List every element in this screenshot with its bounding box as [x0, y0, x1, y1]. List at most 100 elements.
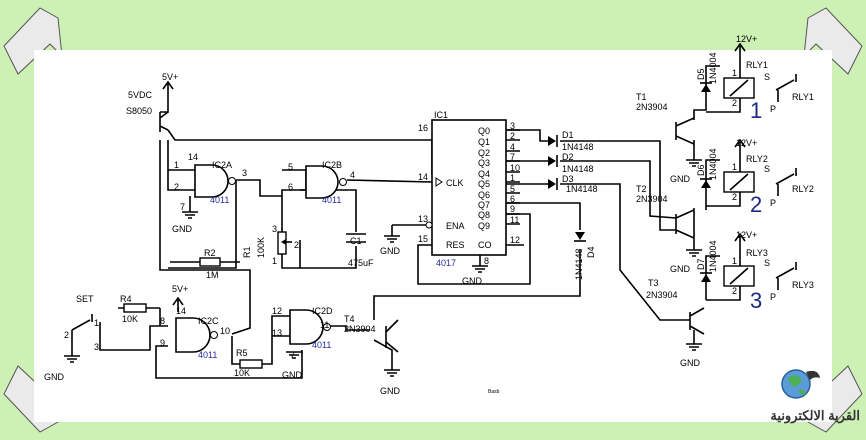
power-5v-ic2c: 5V+ [172, 284, 188, 312]
ic2a-part: 4011 [210, 195, 229, 205]
svg-text:14: 14 [188, 152, 198, 162]
svg-text:S: S [764, 72, 770, 82]
diode-d4: D4 1N4148 [574, 232, 596, 280]
ic1-pin1: 1 [510, 173, 515, 183]
ic1-q9: Q9 [478, 221, 490, 231]
ic2c-part: 4011 [198, 350, 217, 360]
gate-ic2a: IC2A 4011 1 2 3 14 7 [174, 152, 247, 212]
ic1-q4: Q4 [478, 169, 490, 179]
ic1-q3: Q3 [478, 158, 490, 168]
ic1-pin4: 4 [510, 142, 515, 152]
svg-text:12V+: 12V+ [736, 230, 757, 240]
power-12v-1: 12V+ [734, 34, 757, 52]
svg-text:3: 3 [94, 342, 99, 352]
svg-text:2: 2 [732, 286, 737, 296]
ic2d-label: IC2D [312, 306, 333, 316]
svg-text:1: 1 [732, 68, 737, 78]
ic2b-label: IC2B [322, 160, 342, 170]
ic1-clk: CLK [446, 178, 464, 188]
svg-text:R2: R2 [204, 248, 216, 258]
svg-text:3: 3 [272, 224, 277, 234]
wiring [99, 65, 720, 379]
ic1-q2: Q2 [478, 148, 490, 158]
ic1-q6: Q6 [478, 190, 490, 200]
ic1-pin13: 13 [418, 214, 428, 224]
svg-text:2: 2 [732, 192, 737, 202]
transistor-t3: T3 2N3904 [646, 278, 705, 335]
relay-number-3: 3 [750, 288, 762, 313]
capacitor-c1: C1 475uF [346, 233, 374, 268]
power-12v-2: 12V+ [734, 138, 757, 148]
svg-text:GND: GND [44, 372, 65, 382]
svg-text:1: 1 [732, 162, 737, 172]
svg-text:2N3904: 2N3904 [636, 102, 668, 112]
relay-number-2: 2 [750, 192, 762, 217]
ic1-part: 4017 [436, 258, 456, 268]
relay-rly2: RLY2 1 2 S P RLY2 2 [706, 146, 814, 217]
svg-text:GND: GND [670, 174, 691, 184]
svg-text:2: 2 [294, 240, 299, 250]
svg-text:1: 1 [732, 256, 737, 266]
svg-text:10K: 10K [234, 368, 250, 378]
ic1-pin7: 7 [510, 152, 515, 162]
svg-text:P: P [770, 198, 776, 208]
svg-text:1M: 1M [206, 270, 219, 280]
ic2d-part: 4011 [312, 340, 331, 350]
svg-text:T4: T4 [344, 314, 355, 324]
ic1-pin10: 10 [510, 163, 520, 173]
ic1-q8: Q8 [478, 210, 490, 220]
svg-text:1: 1 [272, 256, 277, 266]
svg-text:T1: T1 [636, 92, 647, 102]
gate-ic2d: IC2D 4011 12 13 11 7 [272, 306, 333, 360]
transistor-t1: T1 2N3904 [636, 92, 695, 145]
svg-text:1N4004: 1N4004 [708, 148, 718, 180]
svg-text:RLY3: RLY3 [792, 280, 814, 290]
ic1-pin15: 15 [418, 234, 428, 244]
transistor-t4: T4 2N3904 [344, 314, 399, 353]
switch-set: SET 1 2 3 [64, 294, 99, 356]
svg-text:12V+: 12V+ [736, 138, 757, 148]
svg-text:SET: SET [76, 294, 94, 304]
svg-text:100K: 100K [256, 237, 266, 258]
svg-text:C1: C1 [350, 236, 362, 246]
credit-text: Basb [488, 389, 500, 395]
svg-text:2N3904: 2N3904 [344, 324, 376, 334]
ic1-pin5: 5 [510, 184, 515, 194]
ground-labels: GND GND GND GND GND GND GND GND GND [44, 174, 701, 396]
svg-text:1: 1 [94, 318, 99, 328]
diode-d6: D6 1N4004 [696, 148, 718, 188]
ic1-res: RES [446, 240, 465, 250]
svg-text:T3: T3 [648, 278, 659, 288]
resistor-r2: R2 1M [199, 248, 221, 280]
relay-rly1: RLY1 1 2 S P RLY1 1 [706, 50, 814, 123]
svg-text:10K: 10K [122, 314, 138, 324]
svg-text:RLY1: RLY1 [792, 92, 814, 102]
svg-text:S: S [764, 258, 770, 268]
svg-text:GND: GND [380, 386, 401, 396]
svg-text:R4: R4 [120, 294, 132, 304]
ic2c-label: IC2C [198, 316, 219, 326]
svg-text:14: 14 [176, 306, 186, 316]
svg-text:475uF: 475uF [348, 258, 374, 268]
svg-text:P: P [770, 104, 776, 114]
ic1-q7: Q7 [478, 200, 490, 210]
diode-d3: D3 1N4148 [548, 174, 598, 194]
svg-text:3: 3 [242, 168, 247, 178]
ic1-co: CO [478, 240, 492, 250]
resistor-r5: R5 10K [234, 348, 263, 378]
svg-text:2: 2 [732, 98, 737, 108]
power-12v-3: 12V+ [734, 230, 757, 242]
svg-text:8: 8 [160, 316, 165, 326]
svg-text:GND: GND [462, 276, 483, 286]
svg-text:1N4148: 1N4148 [562, 164, 594, 174]
svg-text:5VDC: 5VDC [128, 90, 153, 100]
ic1-pin8: 8 [484, 256, 489, 266]
svg-text:2N3904: 2N3904 [646, 290, 678, 300]
ic1-pin14: 14 [418, 172, 428, 182]
svg-text:D5: D5 [696, 68, 706, 80]
svg-text:1N4148: 1N4148 [574, 248, 584, 280]
svg-text:GND: GND [380, 246, 401, 256]
svg-text:1N4004: 1N4004 [708, 52, 718, 84]
ic1-pin16: 16 [418, 123, 428, 133]
